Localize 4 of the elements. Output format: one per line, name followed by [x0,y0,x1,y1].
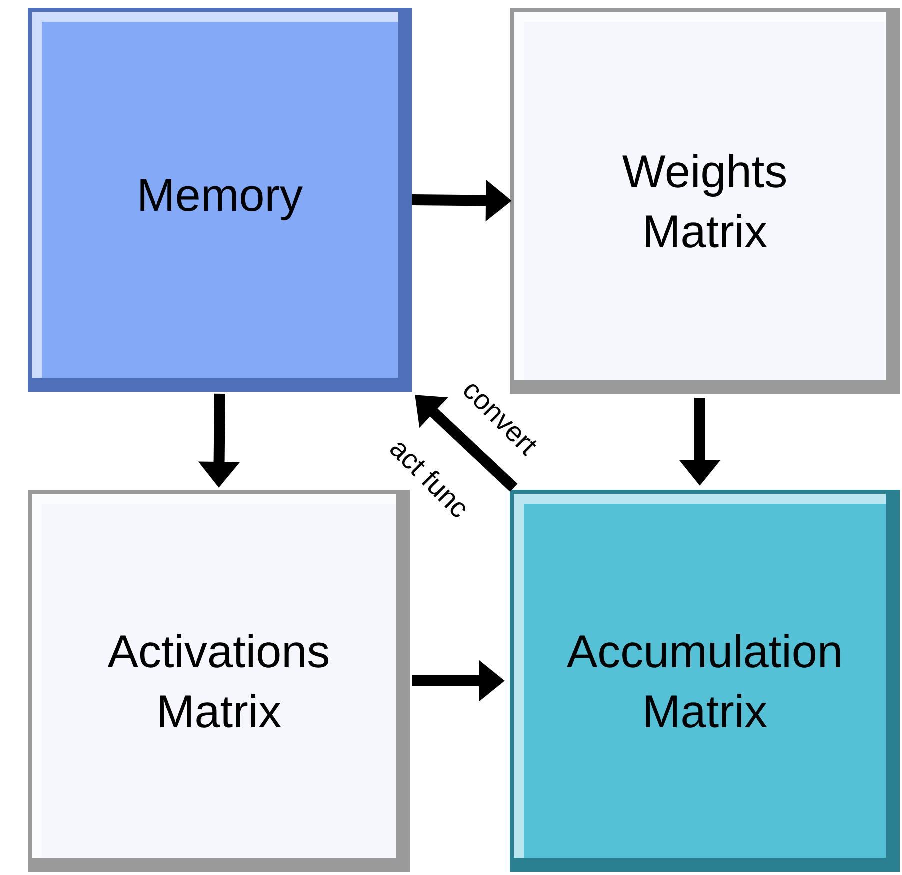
process-box: Activations Matrix [28,490,410,872]
process-box: Weights Matrix [510,8,900,394]
process-box: Memory [28,8,412,392]
process-box: Accumulation Matrix [510,490,900,872]
